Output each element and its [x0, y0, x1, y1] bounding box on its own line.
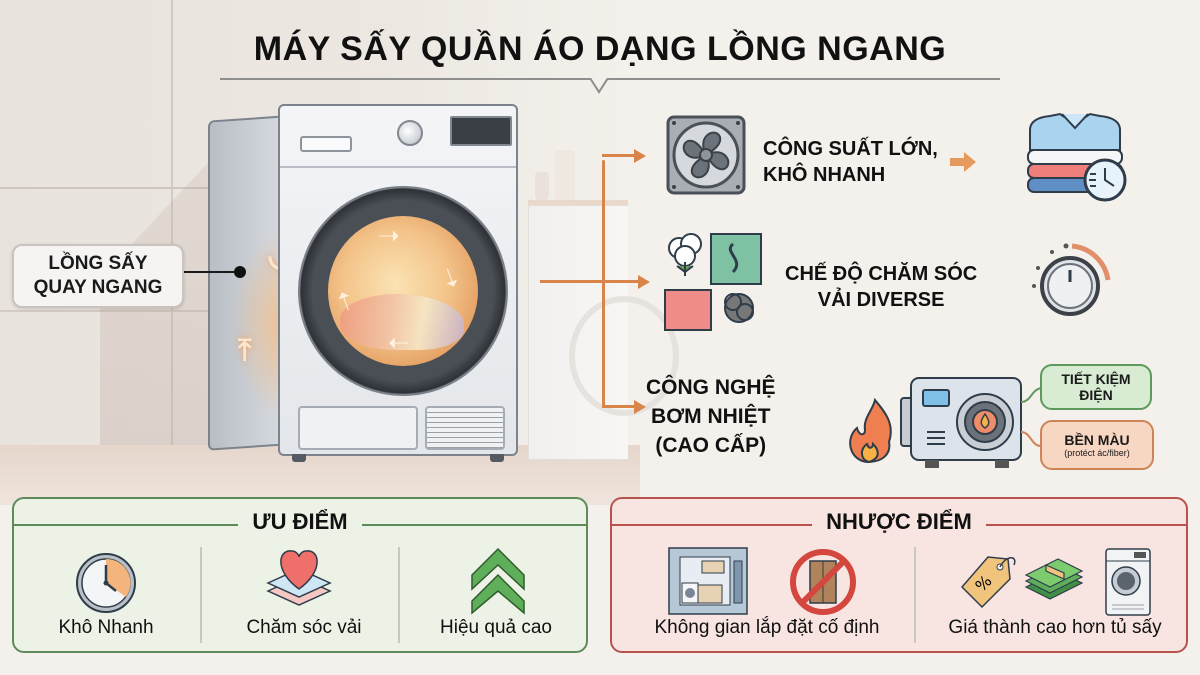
feature-line: BƠM NHIỆT — [651, 405, 771, 428]
pros-item-label: Chăm sóc vải — [246, 617, 362, 638]
badge-line: TIẾT KIỆM — [1061, 371, 1131, 387]
dial-knob-icon — [1032, 243, 1111, 316]
control-display — [450, 116, 512, 146]
arrow-right-icon — [634, 149, 646, 163]
laundry-room-icon — [668, 547, 748, 615]
badge-subline: (protéct ác/fiber) — [1064, 447, 1130, 458]
tile-line — [0, 310, 210, 312]
no-cabinet-icon — [790, 549, 856, 615]
clock-icon — [76, 553, 136, 613]
clothes-in-drum — [340, 294, 464, 350]
callout-dot — [234, 266, 246, 278]
title-divider — [220, 78, 1000, 80]
callout-leader-line — [184, 271, 238, 273]
dryer-door: ➝ ➝ ➝ ➝ — [298, 186, 508, 396]
badge-line: ĐIỆN — [1079, 387, 1113, 403]
pros-item-label: Hiệu quả cao — [440, 617, 552, 638]
callout-line1: LỒNG SẤY — [48, 253, 148, 274]
page-title: MÁY SẤY QUẦN ÁO DẠNG LỒNG NGANG — [253, 30, 947, 68]
tile-line — [171, 0, 173, 470]
pros-title-text: ƯU ĐIỂM — [238, 509, 362, 534]
feature-line: KHÔ NHANH — [763, 164, 886, 186]
callout-line2: QUAY NGANG — [33, 277, 163, 298]
control-knob — [397, 120, 423, 146]
fabric-types-icon — [664, 233, 762, 331]
pros-title: ƯU ĐIỂM — [14, 509, 586, 535]
bottle-decor — [535, 172, 549, 200]
tile-line — [0, 187, 210, 189]
badge-energy-saving: TIẾT KIỆM ĐIỆN — [1040, 364, 1152, 410]
vent-grille — [425, 406, 505, 450]
cons-title: NHƯỢC ĐIỂM — [612, 509, 1186, 535]
cons-item-label: Giá thành cao hơn tủ sấy — [948, 617, 1162, 638]
heart-fabric-icon — [266, 550, 332, 606]
pros-item-label: Khô Nhanh — [58, 617, 154, 638]
filter-panel — [298, 406, 418, 450]
drum-callout: LỒNG SẤY QUAY NGANG — [12, 244, 184, 308]
feature-line: VẢI DIVERSE — [817, 289, 945, 311]
pros-panel: ƯU ĐIỂM Khô Nhanh Chăm sóc vải Hiệu quả … — [12, 497, 588, 653]
rotation-arrow-icon: ⤒ — [238, 334, 252, 367]
price-tag-icon: % — [960, 556, 1016, 609]
rotation-arrow-icon: ➝ — [388, 329, 410, 359]
rotation-arrow-icon: ➝ — [433, 261, 470, 293]
cons-panel: NHƯỢC ĐIỂM Không gian lắp đặt cố định % — [610, 497, 1188, 653]
feature-power-text: CÔNG SUẤT LỚN, KHÔ NHANH — [763, 136, 938, 188]
folded-clothes-clock-icon — [1027, 112, 1127, 202]
feature-heatpump-text: CÔNG NGHỆ BƠM NHIỆT (CAO CẤP) — [646, 373, 776, 460]
feature-line: CÔNG SUẤT LỚN, — [763, 138, 938, 160]
cons-title-text: NHƯỢC ĐIỂM — [812, 509, 986, 534]
cons-item-label: Không gian lắp đặt cố định — [654, 617, 880, 638]
feature-care-text: CHẾ ĐỘ CHĂM SÓC VẢI DIVERSE — [785, 261, 977, 313]
badge-color-durable: BỀN MÀU (protéct ác/fiber) — [1040, 420, 1154, 470]
fan-icon — [666, 115, 746, 195]
bottle-decor — [555, 150, 575, 200]
arrow-right-icon — [634, 400, 646, 414]
title-notch — [590, 78, 608, 94]
arrow-right-icon — [638, 275, 650, 289]
feature-line: (CAO CẤP) — [655, 434, 767, 457]
background-washer — [528, 205, 679, 460]
feature-line: CHẾ ĐỘ CHĂM SÓC — [785, 263, 978, 285]
connector-line — [540, 280, 640, 283]
double-chevron-up-icon — [471, 547, 525, 615]
dryer-illustration: ⤻ ⤒ ➝ ➝ ➝ ➝ — [208, 104, 518, 462]
rotation-arrow-icon: ➝ — [378, 220, 400, 250]
dryer-front: ➝ ➝ ➝ ➝ — [278, 104, 518, 462]
drum-icon: ➝ ➝ ➝ ➝ — [327, 216, 478, 366]
detergent-drawer — [300, 136, 352, 152]
cash-stack-icon — [1024, 558, 1084, 600]
connector-line — [602, 154, 636, 157]
connector-line — [602, 160, 605, 406]
dryer-icon — [1105, 548, 1151, 616]
arrow-right-icon — [950, 152, 976, 172]
badge-line: BỀN MÀU — [1064, 431, 1130, 448]
connector-line — [602, 405, 636, 408]
feature-line: CÔNG NGHỆ — [646, 376, 776, 399]
heat-pump-icon — [849, 377, 1042, 468]
